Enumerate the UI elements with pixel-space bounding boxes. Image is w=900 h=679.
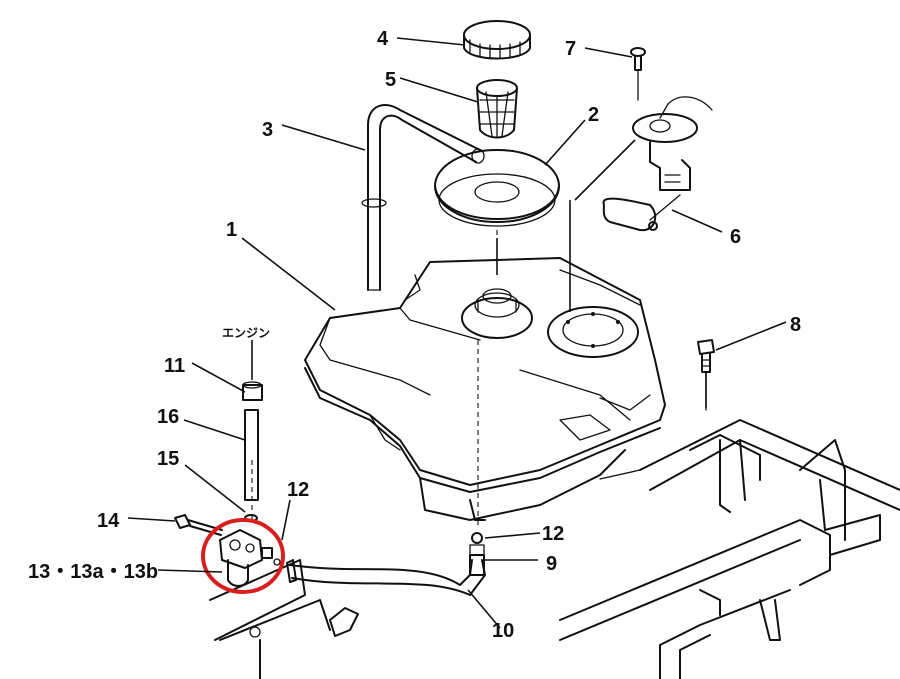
fuel-tank	[304, 257, 666, 521]
callout-1: 1	[226, 219, 237, 241]
callout-6: 6	[730, 226, 741, 248]
fuel-cock	[174, 514, 281, 587]
callout-4: 4	[377, 28, 389, 50]
callout-12a: 12	[287, 479, 309, 501]
screw	[630, 47, 646, 101]
strainer-tray	[434, 149, 560, 227]
fuel-cap	[463, 20, 531, 60]
callout-15: 15	[157, 448, 179, 470]
callout-2: 2	[588, 104, 599, 126]
callout-7: 7	[565, 38, 576, 60]
callout-5: 5	[385, 69, 396, 91]
callout-3: 3	[262, 119, 273, 141]
callout-14: 14	[97, 510, 120, 532]
callout-10: 10	[492, 620, 514, 642]
callout-labels: 1 2 3 4 5 6 7 8 9 10 11 12 12 13・13a・13b…	[28, 28, 801, 642]
fuel-sender-unit	[602, 96, 713, 232]
callout-9: 9	[546, 553, 557, 575]
callout-16: 16	[157, 406, 179, 428]
highlight-circle	[201, 518, 285, 594]
leader-lines	[127, 37, 787, 629]
engine-label: エンジン	[222, 326, 270, 340]
engine-return-line	[242, 381, 263, 522]
callout-8: 8	[790, 314, 801, 336]
callout-12b: 12	[542, 523, 564, 545]
fuel-hose	[286, 532, 486, 596]
breather-pipe	[361, 104, 485, 291]
fuel-filter-strainer	[476, 79, 518, 139]
callout-11: 11	[164, 355, 185, 377]
frame	[209, 419, 900, 679]
callout-13: 13・13a・13b	[28, 561, 158, 583]
